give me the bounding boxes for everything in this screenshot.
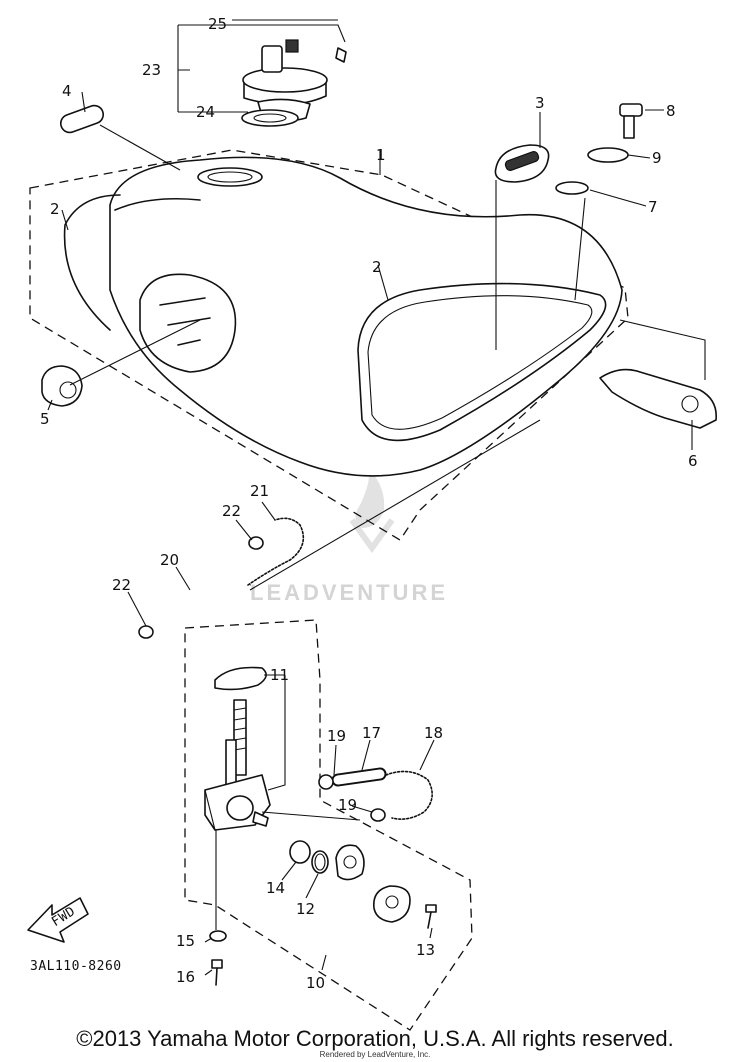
part-12-o-ring [311, 850, 329, 874]
part-19-clamps [318, 774, 386, 822]
callout-5: 5 [40, 410, 50, 428]
callout-21: 21 [250, 482, 269, 500]
callout-11: 11 [270, 666, 289, 684]
callout-19-lower: 19 [338, 796, 357, 814]
callout-numbers: 25 23 24 4 3 8 9 7 1 2 2 5 6 21 22 20 22… [40, 15, 698, 992]
part-8-bolt [619, 103, 643, 139]
callout-25: 25 [208, 15, 227, 33]
part-2-left-trim [63, 194, 121, 331]
fuel-petcock [204, 699, 271, 831]
callout-1: 1 [376, 146, 386, 164]
part-3-emblem [494, 144, 550, 183]
part-13-plate [373, 885, 411, 923]
part-18-spring-hose [385, 770, 433, 820]
part-14-gasket [289, 840, 311, 864]
hose-leader-2 [261, 811, 361, 821]
callout-leaders-top [47, 19, 706, 450]
part-21-spring [247, 517, 305, 586]
part-11-o-ring [214, 666, 267, 691]
callout-22-lower: 22 [112, 576, 131, 594]
watermark-text: LEADVENTURE [250, 580, 448, 605]
callout-24: 24 [196, 103, 215, 121]
petcock-assembly-outline [184, 619, 473, 1031]
fwd-arrow-icon: FWD [27, 897, 89, 943]
callout-leaders-bottom [127, 501, 435, 976]
callout-4: 4 [62, 82, 72, 100]
callout-22-upper: 22 [222, 502, 241, 520]
part-15-washer [209, 930, 227, 942]
callout-3: 3 [535, 94, 545, 112]
leadventure-watermark: LEADVENTURE [250, 468, 448, 605]
callout-23: 23 [142, 61, 161, 79]
callout-19-upper: 19 [327, 727, 346, 745]
callout-2-right: 2 [372, 258, 382, 276]
callout-14: 14 [266, 879, 285, 897]
fuel-tank [109, 156, 623, 477]
part-16-drain-screw [211, 959, 223, 986]
callout-15: 15 [176, 932, 195, 950]
callout-10: 10 [306, 974, 325, 992]
diagram-code: 3AL110-8260 [30, 959, 122, 974]
part-13-screw [425, 904, 437, 929]
callout-17: 17 [362, 724, 381, 742]
callout-18: 18 [424, 724, 443, 742]
part-9-washer [587, 147, 629, 163]
part-6-bracket [599, 368, 717, 429]
part-5-cap [41, 365, 83, 407]
tank-assembly-outline [29, 149, 629, 541]
callout-9: 9 [652, 149, 662, 167]
callout-7: 7 [648, 198, 658, 216]
part-4-rubber-pad [59, 104, 105, 134]
callout-20: 20 [160, 551, 179, 569]
callout-12: 12 [296, 900, 315, 918]
copyright-notice: ©2013 Yamaha Motor Corporation, U.S.A. A… [76, 1026, 674, 1051]
part-12-lever [335, 844, 365, 881]
rendered-by-notice: Rendered by LeadVenture, Inc. [319, 1050, 431, 1059]
callout-16: 16 [176, 968, 195, 986]
part-17-hose [331, 767, 387, 787]
callout-6: 6 [688, 452, 698, 470]
callout-8: 8 [666, 102, 676, 120]
callout-13: 13 [416, 941, 435, 959]
fuel-cap-assembly [241, 39, 347, 127]
callout-2-left: 2 [50, 200, 60, 218]
hose-leader [249, 419, 541, 591]
part-7-damper [555, 181, 589, 195]
part-20-fuel-hose [148, 582, 252, 633]
